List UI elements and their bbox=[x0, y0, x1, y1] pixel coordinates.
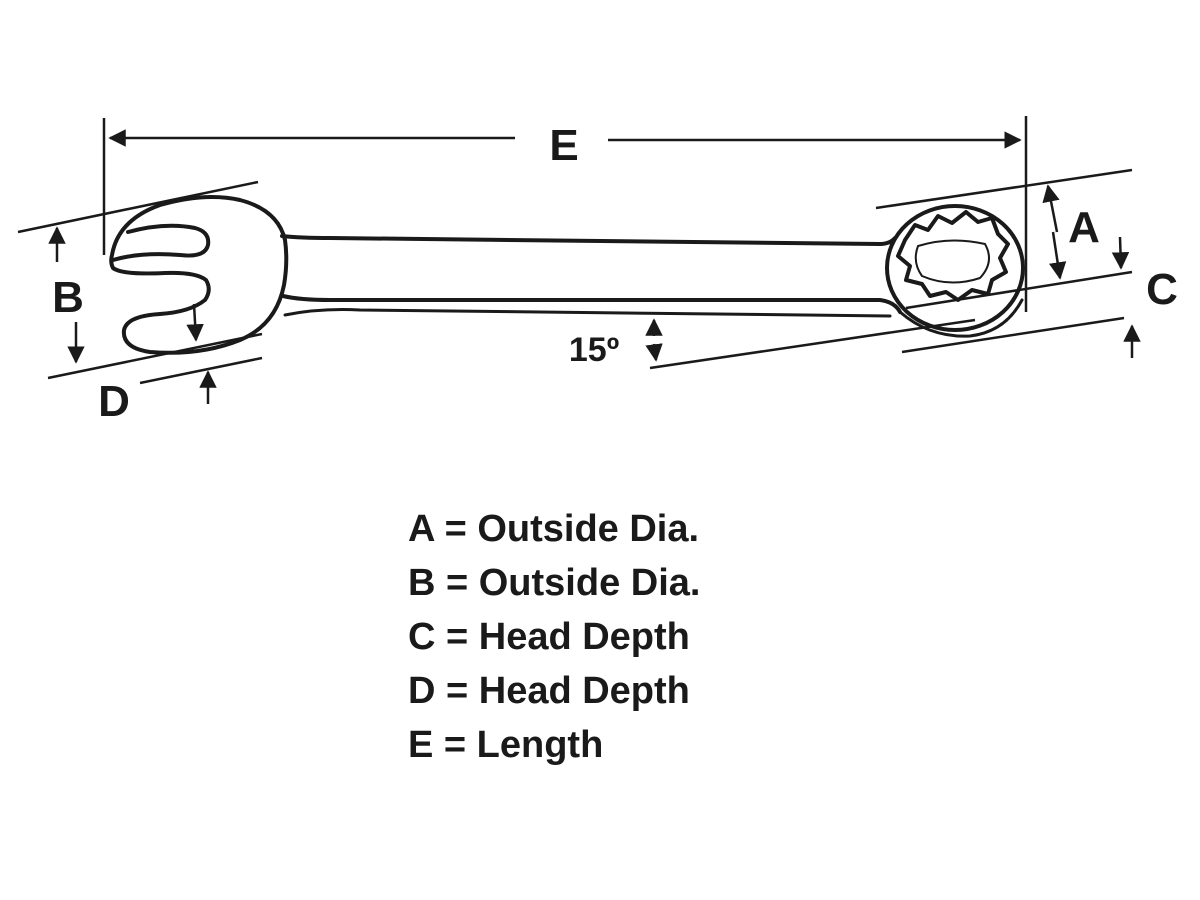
label-angle: 15º bbox=[569, 331, 619, 369]
open-end-head bbox=[109, 194, 289, 355]
c-line bbox=[901, 316, 1125, 354]
label-b: B bbox=[52, 273, 84, 322]
handle-bottom-edge bbox=[281, 294, 902, 314]
d-line bbox=[139, 356, 263, 385]
dimension-lines bbox=[17, 116, 1141, 404]
label-d: D bbox=[98, 377, 130, 426]
handle-top-edge bbox=[280, 234, 897, 246]
handle-shadow-line bbox=[283, 308, 892, 318]
d-arrow-down bbox=[186, 303, 204, 342]
legend-item-e: E = Length bbox=[408, 724, 604, 766]
legend-item-c: C = Head Depth bbox=[408, 616, 690, 658]
a-arrow bbox=[1042, 184, 1060, 233]
c-arrow-down bbox=[1111, 236, 1130, 270]
a-arrow-lower bbox=[1048, 231, 1067, 280]
a-top-line bbox=[875, 168, 1133, 210]
b-bottom-line bbox=[47, 332, 263, 380]
angle-arrow-down bbox=[645, 343, 663, 362]
angle-reference-line bbox=[649, 318, 976, 370]
legend-item-b: B = Outside Dia. bbox=[408, 562, 701, 604]
box-end-rim bbox=[898, 298, 1024, 338]
legend-item-d: D = Head Depth bbox=[408, 670, 690, 712]
box-end-socket bbox=[896, 210, 1010, 302]
a-bottom-line bbox=[905, 270, 1133, 310]
label-e: E bbox=[549, 121, 578, 170]
open-end-jaw bbox=[111, 223, 211, 262]
legend-item-a: A = Outside Dia. bbox=[408, 508, 700, 550]
dimension-legend: A = Outside Dia. B = Outside Dia. C = He… bbox=[408, 502, 700, 772]
box-end-head bbox=[885, 204, 1025, 332]
label-a: A bbox=[1068, 203, 1100, 252]
label-c: C bbox=[1146, 265, 1178, 314]
box-end-socket-inner bbox=[914, 239, 990, 284]
wrench-outline bbox=[109, 194, 1025, 355]
b-top-line bbox=[17, 180, 259, 234]
